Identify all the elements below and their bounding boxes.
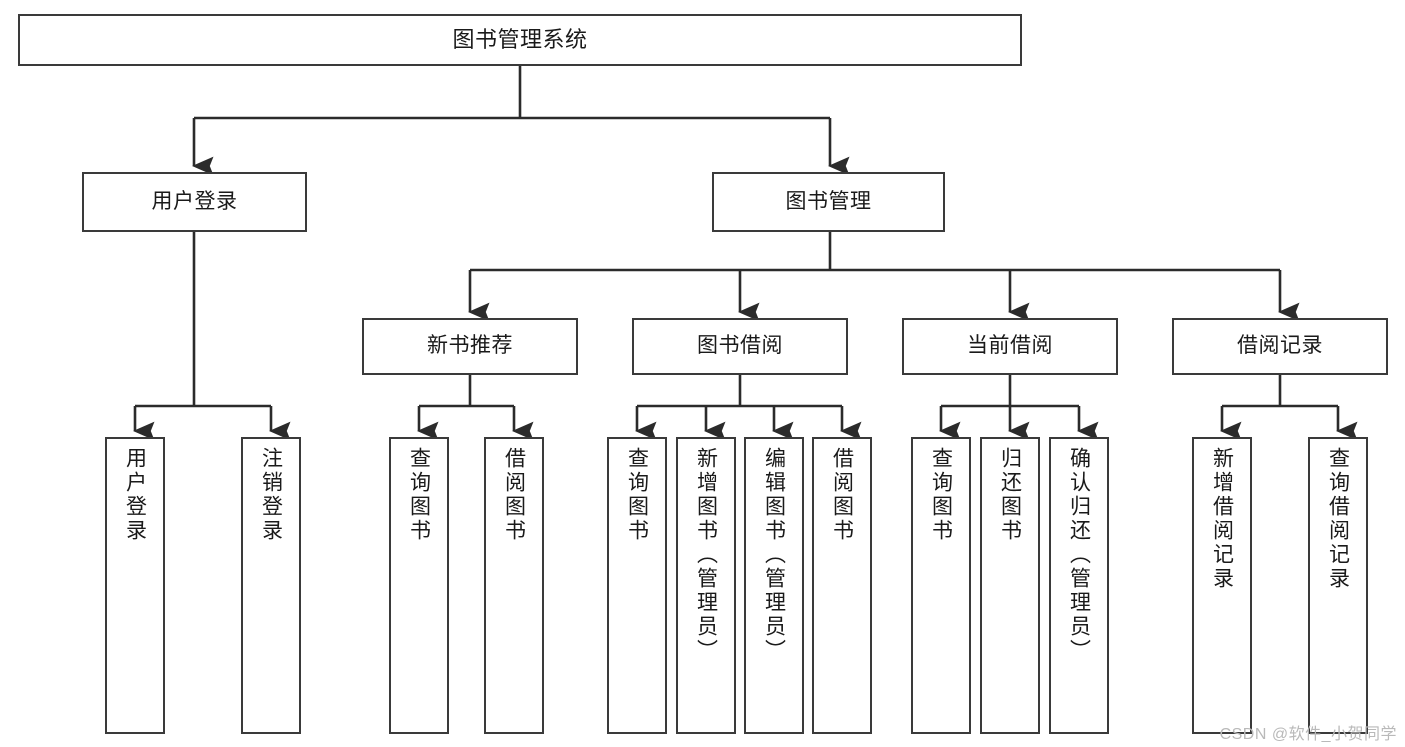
leaf-return-book[interactable]: 归还图书 bbox=[980, 437, 1040, 734]
node-label: 图书管理 bbox=[785, 189, 872, 213]
node-current-borrow[interactable]: 当前借阅 bbox=[902, 318, 1118, 375]
node-label: 用户登录 bbox=[151, 189, 238, 213]
node-label: 新书推荐 bbox=[427, 334, 513, 358]
node-label: 查询图书 bbox=[407, 447, 431, 543]
node-label: 查询图书 bbox=[929, 447, 953, 543]
leaf-query-book-borrow[interactable]: 查询图书 bbox=[607, 437, 667, 734]
node-book-management[interactable]: 图书管理 bbox=[712, 172, 945, 232]
node-label: 查询图书 bbox=[625, 447, 649, 543]
node-label: 借阅图书 bbox=[502, 447, 526, 543]
node-label: 当前借阅 bbox=[967, 334, 1053, 358]
node-user-login[interactable]: 用户登录 bbox=[82, 172, 307, 232]
node-label: 借阅记录 bbox=[1237, 334, 1323, 358]
watermark-text: CSDN @软件_小贺同学 bbox=[1219, 726, 1397, 743]
node-label: 新增借阅记录 bbox=[1210, 447, 1234, 591]
node-label: 归还图书 bbox=[998, 447, 1022, 543]
leaf-add-borrow-record[interactable]: 新增借阅记录 bbox=[1192, 437, 1252, 734]
node-label: 图书管理系统 bbox=[452, 27, 588, 53]
node-root-system[interactable]: 图书管理系统 bbox=[18, 14, 1022, 66]
node-label: 确认归还（管理员） bbox=[1067, 447, 1091, 663]
node-book-borrow[interactable]: 图书借阅 bbox=[632, 318, 848, 375]
node-label: 图书借阅 bbox=[697, 334, 783, 358]
leaf-user-login[interactable]: 用户登录 bbox=[105, 437, 165, 734]
leaf-edit-book-admin[interactable]: 编辑图书（管理员） bbox=[744, 437, 804, 734]
leaf-query-book-recommend[interactable]: 查询图书 bbox=[389, 437, 449, 734]
node-label: 注销登录 bbox=[259, 447, 283, 543]
node-label: 用户登录 bbox=[123, 447, 147, 543]
node-label: 编辑图书（管理员） bbox=[762, 447, 786, 663]
node-new-book-recommend[interactable]: 新书推荐 bbox=[362, 318, 578, 375]
leaf-borrow-book-recommend[interactable]: 借阅图书 bbox=[484, 437, 544, 734]
leaf-borrow-book[interactable]: 借阅图书 bbox=[812, 437, 872, 734]
leaf-query-borrow-record[interactable]: 查询借阅记录 bbox=[1308, 437, 1368, 734]
node-label: 借阅图书 bbox=[830, 447, 854, 543]
node-label: 新增图书（管理员） bbox=[694, 447, 718, 663]
node-borrow-records[interactable]: 借阅记录 bbox=[1172, 318, 1388, 375]
leaf-logout[interactable]: 注销登录 bbox=[241, 437, 301, 734]
leaf-query-book-current[interactable]: 查询图书 bbox=[911, 437, 971, 734]
leaf-add-book-admin[interactable]: 新增图书（管理员） bbox=[676, 437, 736, 734]
node-label: 查询借阅记录 bbox=[1326, 447, 1350, 591]
leaf-confirm-return-admin[interactable]: 确认归还（管理员） bbox=[1049, 437, 1109, 734]
